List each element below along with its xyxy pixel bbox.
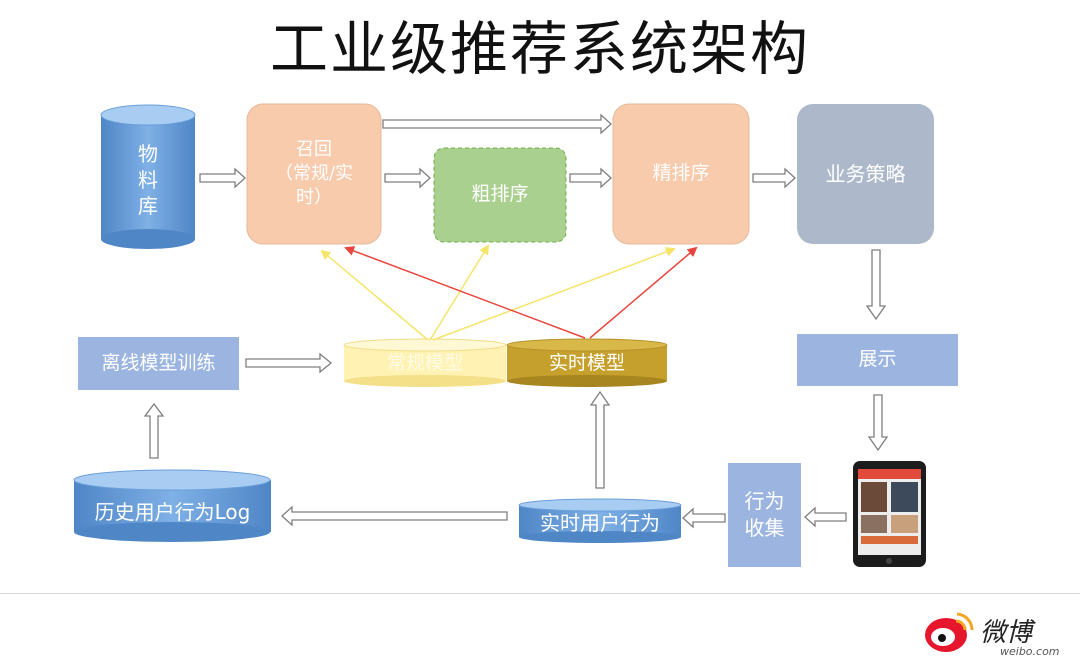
- weibo-logo: [925, 612, 974, 652]
- arrow-fine-to-business: [752, 167, 796, 189]
- offline-training-box: [78, 337, 239, 390]
- arrow-recall-to-fine: [382, 113, 612, 135]
- arrow-collection-to-realtime-behavior: [682, 507, 726, 529]
- arrow-display-to-phone: [867, 394, 889, 452]
- display-label: 展示: [858, 348, 897, 371]
- item-library-label: 物 料 库: [138, 142, 158, 218]
- yellow-arrow-regular-to-fine: [432, 247, 676, 341]
- offline-training-label: 离线模型训练: [101, 351, 216, 374]
- red-arrow-realtime-to-fine: [589, 246, 698, 339]
- realtime-model-cylinder: [506, 338, 668, 387]
- item-library-cylinder: [100, 104, 196, 249]
- business-strategy-box: [797, 104, 934, 244]
- arrow-realtime-behavior-to-history: [281, 505, 508, 527]
- regular-model-cylinder: [343, 338, 507, 387]
- history-log-cylinder: [73, 469, 271, 542]
- history-log-label: 历史用户行为Log: [94, 499, 251, 524]
- weibo-url: weibo.com: [1000, 645, 1060, 658]
- arrow-behavior-to-realtime-model: [589, 390, 611, 489]
- realtime-model-label: 实时模型: [548, 352, 625, 375]
- recall-label: 召回 （常规/实 时）: [274, 138, 354, 209]
- coarse-rank-box: [433, 147, 567, 243]
- red-arrow-realtime-to-recall: [344, 246, 586, 339]
- business-strategy-label: 业务策略: [825, 161, 906, 186]
- yellow-arrow-regular-to-coarse: [429, 244, 490, 341]
- footer-divider: [0, 593, 1080, 594]
- realtime-behavior-cylinder: [518, 498, 682, 543]
- arrow-phone-to-collection: [804, 506, 847, 528]
- fine-rank-box: [612, 103, 750, 245]
- page-title: 工业级推荐系统架构: [269, 15, 810, 83]
- weibo-brand: 微博: [980, 618, 1033, 648]
- arrow-library-to-recall: [199, 167, 246, 189]
- behavior-collection-label: 行为 收集: [744, 489, 785, 540]
- arrow-recall-to-coarse: [384, 167, 431, 189]
- behavior-collection-box: [728, 463, 801, 567]
- model-arrows: [320, 244, 698, 341]
- recall-box: [246, 103, 382, 245]
- arrow-business-to-display: [865, 249, 887, 321]
- arrow-coarse-to-fine: [569, 167, 612, 189]
- fine-rank-label: 精排序: [652, 162, 710, 185]
- yellow-arrow-regular-to-recall: [320, 249, 429, 341]
- realtime-behavior-label: 实时用户行为: [540, 510, 660, 535]
- regular-model-label: 常规模型: [386, 352, 463, 375]
- display-box: [797, 334, 958, 386]
- arrow-offline-to-regular: [245, 352, 333, 374]
- arrow-history-to-offline: [143, 402, 165, 459]
- phone-image: [853, 461, 926, 567]
- flow-arrows: [143, 113, 889, 529]
- coarse-rank-label: 粗排序: [471, 183, 529, 206]
